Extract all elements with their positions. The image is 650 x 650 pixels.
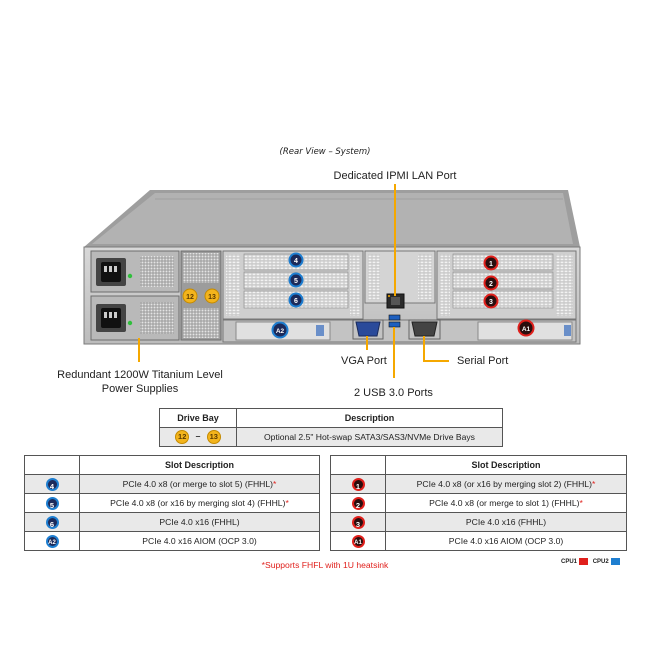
fhfl-footnote: *Supports FHFL with 1U heatsink xyxy=(261,560,389,570)
svg-text:5: 5 xyxy=(294,278,298,285)
slot-badge: 3 xyxy=(351,515,365,529)
slot-badge: A2 xyxy=(45,534,59,548)
io-strip xyxy=(222,319,577,343)
badge-drive-13: 13 xyxy=(204,288,220,304)
left-slot-table: Slot Description 4 PCIe 4.0 x8 (or merge… xyxy=(24,455,320,551)
serial-port-label: Serial Port xyxy=(457,355,509,367)
badge-slot-1: 1 xyxy=(483,255,499,271)
table-row: 5 PCIe 4.0 x8 (or x16 by merging slot 4)… xyxy=(24,493,320,513)
badge-slot-5: 5 xyxy=(288,272,304,288)
svg-text:6: 6 xyxy=(294,298,298,305)
fhfl-star: * xyxy=(591,479,596,489)
left-badge-header xyxy=(24,455,80,475)
slot-description: PCIe 4.0 x16 AIOM (OCP 3.0) xyxy=(448,536,564,546)
svg-text:12: 12 xyxy=(186,294,194,301)
badge-slot-a2: A2 xyxy=(271,321,289,339)
slot-badge: 5 xyxy=(45,496,59,510)
description-header: Description xyxy=(236,408,503,428)
slot-description: PCIe 4.0 x8 (or merge to slot 5) (FHHL) xyxy=(122,479,274,489)
drive-bay-dash: – xyxy=(195,431,201,442)
fhfl-star: * xyxy=(579,498,583,508)
slot-description: PCIe 4.0 x8 (or x16 by merging slot 2) (… xyxy=(416,479,592,489)
slot-badge: 1 xyxy=(351,477,365,491)
badge-slot-3: 3 xyxy=(483,293,499,309)
right-badge-header xyxy=(330,455,386,475)
psu-label: Redundant 1200W Titanium Level Power Sup… xyxy=(40,368,240,396)
cpu-legend: CPU1 CPU2 xyxy=(561,558,620,565)
slot-badge: A1 xyxy=(351,534,365,548)
fhfl-star: * xyxy=(273,479,277,489)
table-row: 6 PCIe 4.0 x16 (FHHL) xyxy=(24,512,320,532)
table-row: 2 PCIe 4.0 x8 (or merge to slot 1) (FHHL… xyxy=(330,493,627,513)
svg-text:A1: A1 xyxy=(522,326,531,333)
cpu2-swatch xyxy=(610,558,620,565)
cpu1-swatch xyxy=(579,558,589,565)
vga-port-label: VGA Port xyxy=(341,355,387,367)
slot-badge: 2 xyxy=(351,496,365,510)
slot-description: PCIe 4.0 x16 (FHHL) xyxy=(465,517,547,527)
slot-description: PCIe 4.0 x16 AIOM (OCP 3.0) xyxy=(142,536,257,546)
drive-bay-12-badge: 12 xyxy=(175,430,190,444)
badge-slot-4: 4 xyxy=(288,252,304,268)
usb-ports-label: 2 USB 3.0 Ports xyxy=(354,387,433,399)
ipmi-port-label: Dedicated IPMI LAN Port xyxy=(333,170,457,182)
badge-slot-2: 2 xyxy=(483,275,499,291)
right-slot-table: Slot Description 1 PCIe 4.0 x8 (or x16 b… xyxy=(330,455,627,551)
power-supply-1 xyxy=(90,250,180,293)
drive-bay-description: Optional 2.5" Hot-swap SATA3/SAS3/NVMe D… xyxy=(236,427,503,447)
chassis-top-cover xyxy=(84,190,580,247)
svg-text:A2: A2 xyxy=(276,328,285,335)
svg-text:2: 2 xyxy=(489,281,493,288)
drive-bay-cell: 12 – 13 xyxy=(159,427,237,447)
drive-bay-13-badge: 13 xyxy=(206,430,221,444)
svg-text:4: 4 xyxy=(294,258,298,265)
cpu2-legend-label: CPU2 xyxy=(592,559,609,566)
callout-lines xyxy=(138,184,449,378)
psu-label-line1: Redundant 1200W Titanium Level xyxy=(57,369,223,381)
table-row: A2 PCIe 4.0 x16 AIOM (OCP 3.0) xyxy=(24,531,320,551)
fhfl-star: * xyxy=(285,498,289,508)
drive-bay-table: Drive Bay Description 12 – 13 Optional 2… xyxy=(159,408,503,447)
slot-description: PCIe 4.0 x8 (or merge to slot 1) (FHHL) xyxy=(429,498,580,508)
badge-slot-a1: A1 xyxy=(517,319,535,337)
ipmi-lan-port xyxy=(386,293,405,309)
slot-description: PCIe 4.0 x16 (FHHL) xyxy=(159,517,240,527)
svg-text:13: 13 xyxy=(208,294,216,301)
psu-label-line2: Power Supplies xyxy=(101,383,179,395)
slot-description: PCIe 4.0 x8 (or x16 by merging slot 4) (… xyxy=(110,498,286,508)
vga-port xyxy=(352,319,384,340)
svg-text:1: 1 xyxy=(489,261,493,268)
slot-badge: 4 xyxy=(45,477,59,491)
badge-slot-6: 6 xyxy=(288,292,304,308)
table-row: 1 PCIe 4.0 x8 (or x16 by merging slot 2)… xyxy=(330,474,627,494)
table-row: 4 PCIe 4.0 x8 (or merge to slot 5) (FHHL… xyxy=(24,474,320,494)
right-slot-description-header: Slot Description xyxy=(385,455,627,475)
table-row: 3 PCIe 4.0 x16 (FHHL) xyxy=(330,512,627,532)
svg-text:3: 3 xyxy=(489,299,493,306)
cpu1-legend-label: CPU1 xyxy=(561,559,578,566)
right-expansion-cage xyxy=(436,250,577,320)
left-slot-description-header: Slot Description xyxy=(79,455,320,475)
drive-bay-header: Drive Bay xyxy=(159,408,237,428)
power-supply-2 xyxy=(90,295,180,341)
slot-badge: 6 xyxy=(45,515,59,529)
table-row: A1 PCIe 4.0 x16 AIOM (OCP 3.0) xyxy=(330,531,627,551)
badge-drive-12: 12 xyxy=(182,288,198,304)
figure-caption: (Rear View – System) xyxy=(279,147,371,157)
